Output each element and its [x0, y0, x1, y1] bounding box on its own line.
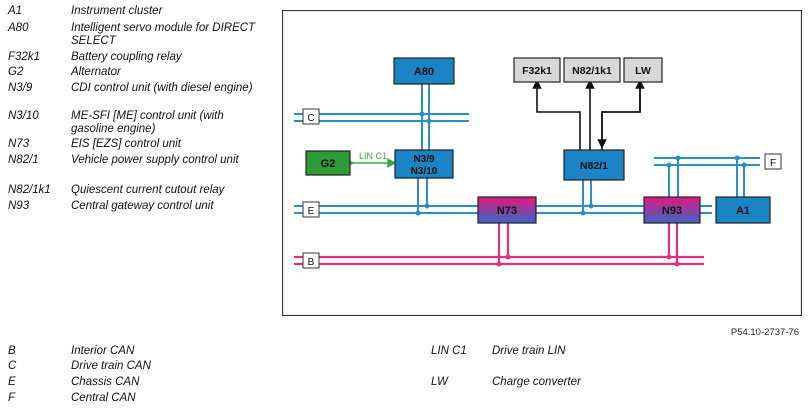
svg-text:A1: A1 — [736, 205, 750, 217]
legend-item-code: F32k1 — [8, 51, 40, 63]
bus-label-e: E — [302, 201, 320, 218]
legend-item-code: A1 — [8, 5, 23, 17]
legend-item-desc: Alternator — [71, 66, 121, 78]
bus-label-c: C — [302, 108, 320, 125]
legend-item-code: N3/9 — [8, 82, 33, 94]
legend-item-desc: EIS [EZS] control unit — [71, 138, 181, 150]
connectors-blue — [417, 84, 745, 213]
bus-legend-item-desc: Central CAN — [71, 392, 136, 404]
svg-text:G2: G2 — [321, 158, 336, 170]
lin-legend-item-desc: Drive train LIN — [492, 345, 566, 357]
bus-label-f: F — [764, 153, 782, 170]
svg-text:E: E — [308, 206, 315, 217]
bus-legend-item-code: B — [8, 345, 16, 357]
figure-reference: P54.10-2737-76 — [730, 327, 799, 338]
box-a1[interactable]: A1 — [715, 196, 771, 224]
box-a80[interactable]: A80 — [393, 57, 455, 85]
box-g2[interactable]: G2 — [305, 150, 351, 176]
lin-c1-label: LIN C1 — [359, 151, 387, 161]
svg-text:LW: LW — [635, 65, 651, 77]
svg-text:N82/1: N82/1 — [580, 160, 608, 172]
legend-item-code: N82/1k1 — [8, 184, 51, 196]
legend-item-code: N93 — [8, 200, 30, 212]
svg-text:N3/10: N3/10 — [411, 166, 438, 177]
legend-item-desc: ME-SFI [ME] control unit (with gasoline … — [71, 110, 224, 135]
legend-item-desc: Vehicle power supply control unit — [71, 154, 239, 166]
legend-item-desc: Quiescent current cutout relay — [71, 184, 225, 196]
svg-text:N3/9: N3/9 — [413, 154, 435, 165]
box-n82-1k1[interactable]: N82/1k1 — [563, 57, 621, 83]
lin-legend-item-code: LW — [431, 376, 448, 388]
legend-item-desc: Central gateway control unit — [71, 200, 214, 212]
box-f32k1[interactable]: F32k1 — [513, 57, 561, 83]
svg-text:F: F — [770, 158, 776, 169]
svg-text:N82/1k1: N82/1k1 — [572, 65, 612, 77]
legend-item-desc: Intelligent servo module for DIRECT SELE… — [71, 22, 256, 47]
legend-item-code: N73 — [8, 138, 30, 150]
lin-legend-item-desc: Charge converter — [492, 376, 581, 388]
junction-dots — [415, 111, 747, 216]
legend-item-desc: CDI control unit (with diesel engine) — [71, 82, 253, 94]
bus-legend-item-desc: Drive train CAN — [71, 360, 151, 372]
bus-legend-item-desc: Interior CAN — [71, 345, 135, 357]
box-n93[interactable]: N93 — [643, 196, 701, 224]
bus-legend-item-code: F — [8, 392, 16, 404]
box-n73[interactable]: N73 — [477, 196, 537, 224]
svg-text:C: C — [307, 113, 314, 124]
legend-item-code: N3/10 — [8, 110, 39, 122]
svg-text:F32k1: F32k1 — [522, 65, 552, 77]
legend-item-code: A80 — [8, 22, 29, 34]
legend-item-desc: Battery coupling relay — [71, 51, 182, 63]
bus-legend-item-desc: Chassis CAN — [71, 376, 140, 388]
legend-item-code: G2 — [8, 66, 24, 78]
legend-item-code: N82/1 — [8, 154, 39, 166]
legend-item-desc: Instrument cluster — [71, 5, 163, 17]
box-n82-1[interactable]: N82/1 — [563, 149, 625, 181]
box-n3[interactable]: N3/9 N3/10 — [394, 149, 454, 179]
box-lw[interactable]: LW — [623, 57, 663, 83]
bus-label-b: B — [302, 252, 320, 269]
bus-legend-item-code: C — [8, 360, 17, 372]
n82-to-lw-arrow — [597, 84, 641, 149]
svg-text:A80: A80 — [414, 66, 434, 78]
junction-dots-pink — [496, 254, 680, 267]
bus-c — [294, 113, 469, 122]
svg-text:B: B — [308, 257, 315, 268]
svg-text:N73: N73 — [497, 205, 517, 217]
connectors-pink — [497, 223, 679, 264]
bus-legend-item-code: E — [8, 376, 16, 388]
svg-text:N93: N93 — [662, 205, 682, 217]
lin-legend-item-code: LIN C1 — [431, 345, 467, 357]
bus-diagram: LIN C1 A80 F32k1 N82/1k1 LW G2 N3/9 N3/1… — [282, 10, 802, 316]
